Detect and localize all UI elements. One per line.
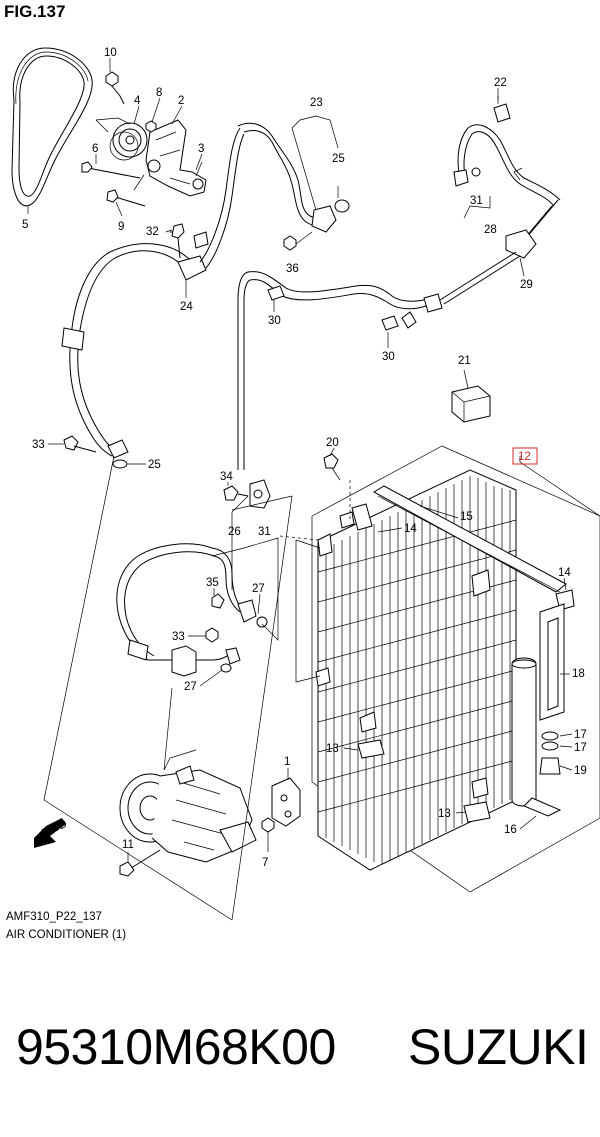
callout-25-upper: 25	[332, 153, 345, 165]
callout-34: 34	[220, 471, 233, 483]
callout-12-box	[512, 447, 538, 465]
callout-13-left: 13	[326, 743, 339, 755]
callout-labels: 10 4 8 2 3 6 5 9 32 24 23 25 36 22 31 28…	[22, 47, 587, 869]
callout-11: 11	[122, 839, 134, 851]
fwd-label: FWD	[40, 818, 69, 840]
suction-pipe	[237, 122, 350, 251]
callout-9: 9	[118, 221, 124, 233]
callout-24: 24	[180, 301, 193, 313]
callout-17-upper: 17	[574, 729, 587, 741]
callout-18: 18	[572, 668, 585, 680]
callout-33-lower: 33	[172, 631, 185, 643]
compressor-bracket	[261, 777, 301, 846]
callout-17-lower: 17	[574, 742, 587, 754]
callout-26: 26	[228, 526, 241, 538]
callout-21: 21	[458, 355, 471, 367]
callout-29: 29	[520, 279, 533, 291]
forward-direction-arrow: FWD	[34, 818, 69, 848]
air-conditioner-parts-diagram: FWD 10 4 8 2 3 6 5 9 32 24 23 25 36 22 3…	[11, 47, 600, 921]
callout-27-lower: 27	[184, 681, 197, 693]
callout-14-left: 14	[404, 523, 417, 535]
idler-pulley-assembly	[81, 71, 207, 207]
callout-ticks	[27, 58, 573, 862]
figure-title: FIG.137	[4, 2, 66, 21]
callout-13-right: 13	[438, 808, 451, 820]
drive-belt	[11, 47, 93, 207]
figure-section-title: AIR CONDITIONER (1)	[6, 929, 127, 941]
callout-5: 5	[22, 219, 28, 231]
callout-8: 8	[156, 87, 162, 99]
callout-7: 7	[262, 857, 268, 869]
callout-3: 3	[198, 143, 204, 155]
compressor	[119, 765, 257, 877]
callout-25-lower: 25	[148, 459, 161, 471]
discharge-hose	[61, 127, 245, 469]
liquid-pipe	[237, 124, 561, 470]
callout-4: 4	[134, 95, 141, 107]
suction-hose	[116, 543, 268, 677]
leader-lines	[43, 115, 600, 921]
callout-27-upper: 27	[252, 583, 265, 595]
relay	[451, 96, 511, 423]
callout-32: 32	[146, 226, 159, 238]
callout-2: 2	[178, 95, 184, 107]
callout-31-lower: 31	[258, 526, 271, 538]
callout-35: 35	[206, 577, 219, 589]
part-number: 95310M68K00	[16, 1019, 336, 1075]
callout-12: 12	[518, 451, 531, 463]
condenser-fins	[317, 476, 517, 864]
callout-22: 22	[494, 77, 507, 89]
pipe-joint-block	[223, 479, 271, 590]
callout-23: 23	[310, 97, 323, 109]
callout-14-right: 14	[558, 567, 571, 579]
brand-name: SUZUKI	[408, 1019, 589, 1075]
callout-28: 28	[484, 224, 497, 236]
callout-6: 6	[92, 143, 98, 155]
callout-20: 20	[326, 437, 339, 449]
callout-36: 36	[286, 263, 299, 275]
callout-33-upper: 33	[32, 439, 45, 451]
callout-16: 16	[504, 824, 517, 836]
callout-10: 10	[104, 47, 117, 59]
callout-31-upper: 31	[470, 195, 483, 207]
callout-1: 1	[284, 756, 290, 768]
callout-19: 19	[574, 765, 587, 777]
condenser-assembly	[311, 445, 600, 893]
callout-15: 15	[460, 511, 473, 523]
callout-30-left: 30	[268, 315, 281, 327]
figure-code: AMF310_P22_137	[6, 911, 102, 923]
part-footer: 95310M68K00 SUZUKI	[0, 1018, 600, 1088]
callout-30-right: 30	[382, 351, 395, 363]
